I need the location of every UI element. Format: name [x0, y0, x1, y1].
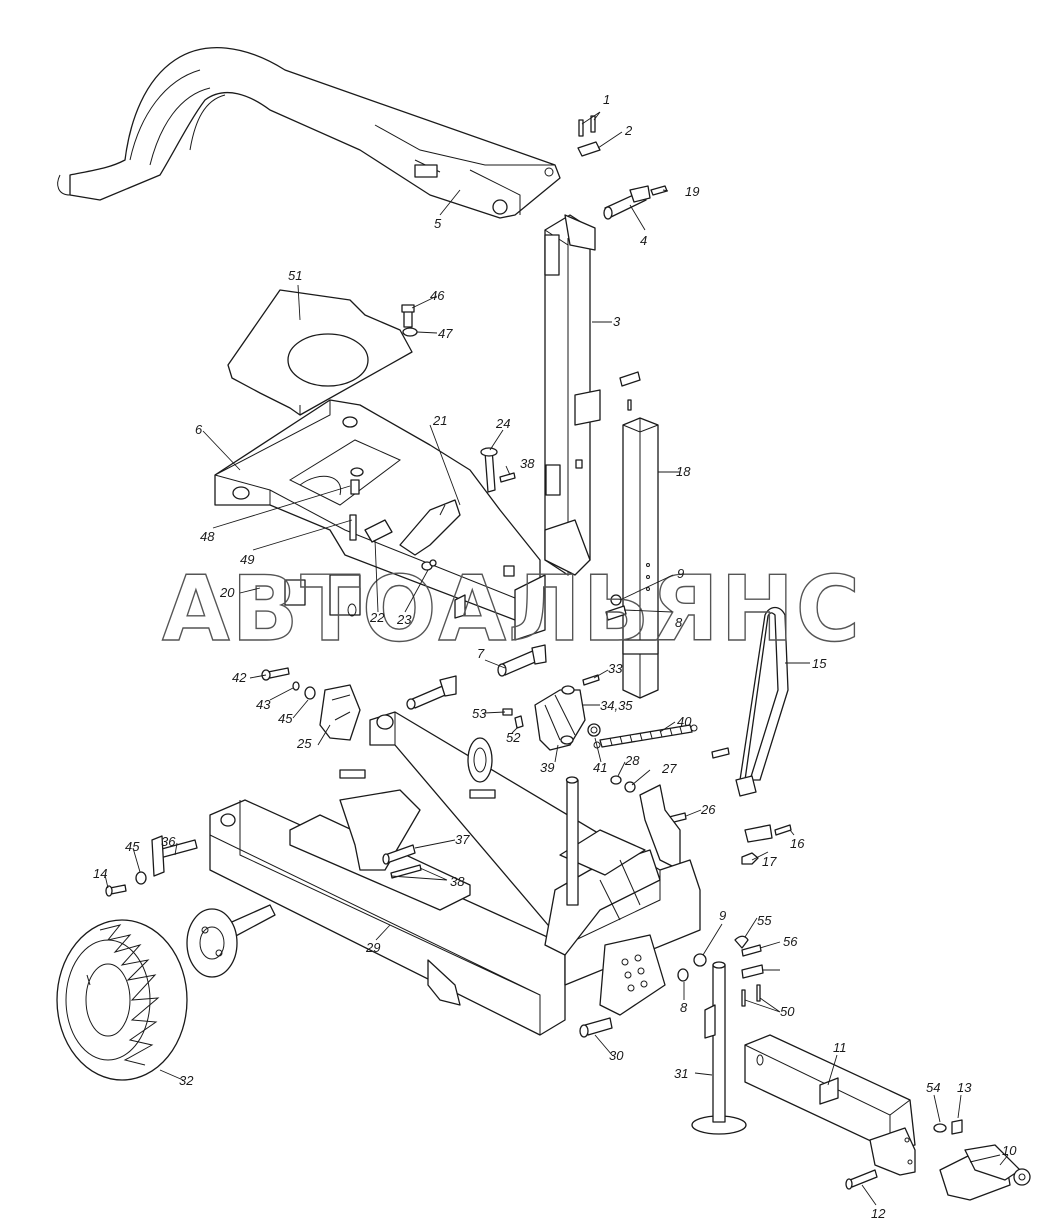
- callout-42: 42: [232, 670, 247, 685]
- callout-25: 25: [296, 736, 312, 751]
- fasteners-12-13-53-hitch-10: [845, 1119, 1031, 1201]
- callout-9-lower: 9: [719, 908, 726, 923]
- part-5-handle-arm: [57, 47, 561, 219]
- part-40-spring: [593, 724, 698, 749]
- callout-49: 50: [780, 1004, 795, 1019]
- part-6-upper-frame: [214, 399, 546, 641]
- callout-17: 17: [762, 854, 777, 869]
- callout-8-upper: 8: [675, 615, 683, 630]
- callout-11: 11: [833, 1040, 847, 1055]
- callout-20: 20: [219, 585, 235, 600]
- callout-10: 10: [1002, 1143, 1017, 1158]
- callout-43: 43: [256, 697, 271, 712]
- pins-49-54-55-56: [734, 935, 764, 1007]
- callout-53: 54: [926, 1080, 940, 1095]
- callout-2: 2: [624, 123, 633, 138]
- callout-labels: 1 2 3 4 5 6 7 8 8 9 9 10 11 12 13 14 15 …: [93, 92, 1017, 1221]
- callout-19: 19: [685, 184, 699, 199]
- part-31-jack-stand: [691, 961, 747, 1135]
- callout-26: 26: [700, 802, 716, 817]
- callout-29: 29: [365, 940, 380, 955]
- callout-27: 27: [661, 761, 677, 776]
- callout-12: 12: [871, 1206, 886, 1221]
- axle-hub: [186, 904, 276, 978]
- callout-23: 23: [396, 612, 412, 627]
- part-30-bolt: [579, 1017, 613, 1038]
- pins-37-38: [382, 844, 422, 879]
- callout-14: 14: [93, 866, 107, 881]
- callout-24: 24: [495, 416, 510, 431]
- callout-52: 53: [472, 706, 487, 721]
- bolt-42-washers-43-44-bracket-25: [261, 667, 361, 741]
- callout-45: 46: [430, 288, 445, 303]
- callout-31: 31: [674, 1066, 688, 1081]
- callout-48: 49: [240, 552, 254, 567]
- part-32-wheel: [56, 919, 188, 1081]
- callout-22: 22: [369, 610, 385, 625]
- part-15-handle-rod: [711, 606, 792, 865]
- callout-39: 39: [540, 760, 554, 775]
- callout-5: 5: [434, 216, 442, 231]
- callout-13: 13: [957, 1080, 972, 1095]
- callout-55: 56: [783, 934, 798, 949]
- callout-15: 15: [812, 656, 827, 671]
- watermark-text: АВТОАЛЬЯНС: [162, 557, 862, 662]
- fasteners-8-9: [605, 594, 707, 982]
- callout-44-upper: 45: [278, 711, 293, 726]
- callout-40: 40: [677, 714, 692, 729]
- callout-38-upper: 38: [520, 456, 535, 471]
- callout-16: 16: [790, 836, 805, 851]
- callout-30: 30: [609, 1048, 624, 1063]
- callout-4: 4: [640, 233, 647, 248]
- callout-50: 51: [288, 268, 302, 283]
- part-50-plate: [227, 289, 413, 416]
- callout-21: 21: [432, 413, 447, 428]
- callout-46: 47: [438, 326, 453, 341]
- callout-1: 1: [603, 92, 610, 107]
- part-11-drawbar: [744, 1034, 916, 1176]
- part-7-pin: [497, 644, 547, 677]
- part-18-telescopic-tube: [622, 417, 659, 699]
- callout-47: 48: [200, 529, 215, 544]
- callout-7: 7: [477, 646, 485, 661]
- callout-41: 41: [593, 760, 607, 775]
- callout-44-lower: 45: [125, 839, 140, 854]
- fasteners-26-27-28: [610, 775, 687, 871]
- callout-51: 52: [506, 730, 521, 745]
- leader-lines: [104, 111, 1009, 1206]
- pin-36-fasteners-14-44: [105, 835, 198, 897]
- callout-28: 28: [624, 753, 640, 768]
- bolt-45-washer-46: [401, 304, 418, 337]
- callout-9-upper: 9: [677, 566, 684, 581]
- callout-6: 6: [195, 422, 203, 437]
- pin-with-plate: [406, 675, 457, 710]
- bracket-39-group: [502, 674, 601, 751]
- callout-8-lower: 8: [680, 1000, 688, 1015]
- callout-34-35: 34,35: [600, 698, 633, 713]
- part-3-vertical-post: [544, 214, 641, 576]
- callout-3: 3: [613, 314, 621, 329]
- pins-1-2-4-19: [577, 115, 668, 220]
- callout-38-lower: 38: [450, 874, 465, 889]
- callout-36: 36: [161, 834, 176, 849]
- callout-54: 55: [757, 913, 772, 928]
- callout-32: 32: [179, 1073, 194, 1088]
- pin-24-cotter-38: [480, 447, 516, 493]
- pins-47-48: [349, 479, 393, 543]
- callout-33: 33: [608, 661, 623, 676]
- part-29-lower-frame: [209, 711, 701, 1036]
- callout-37: 37: [455, 832, 470, 847]
- callout-18: 18: [676, 464, 691, 479]
